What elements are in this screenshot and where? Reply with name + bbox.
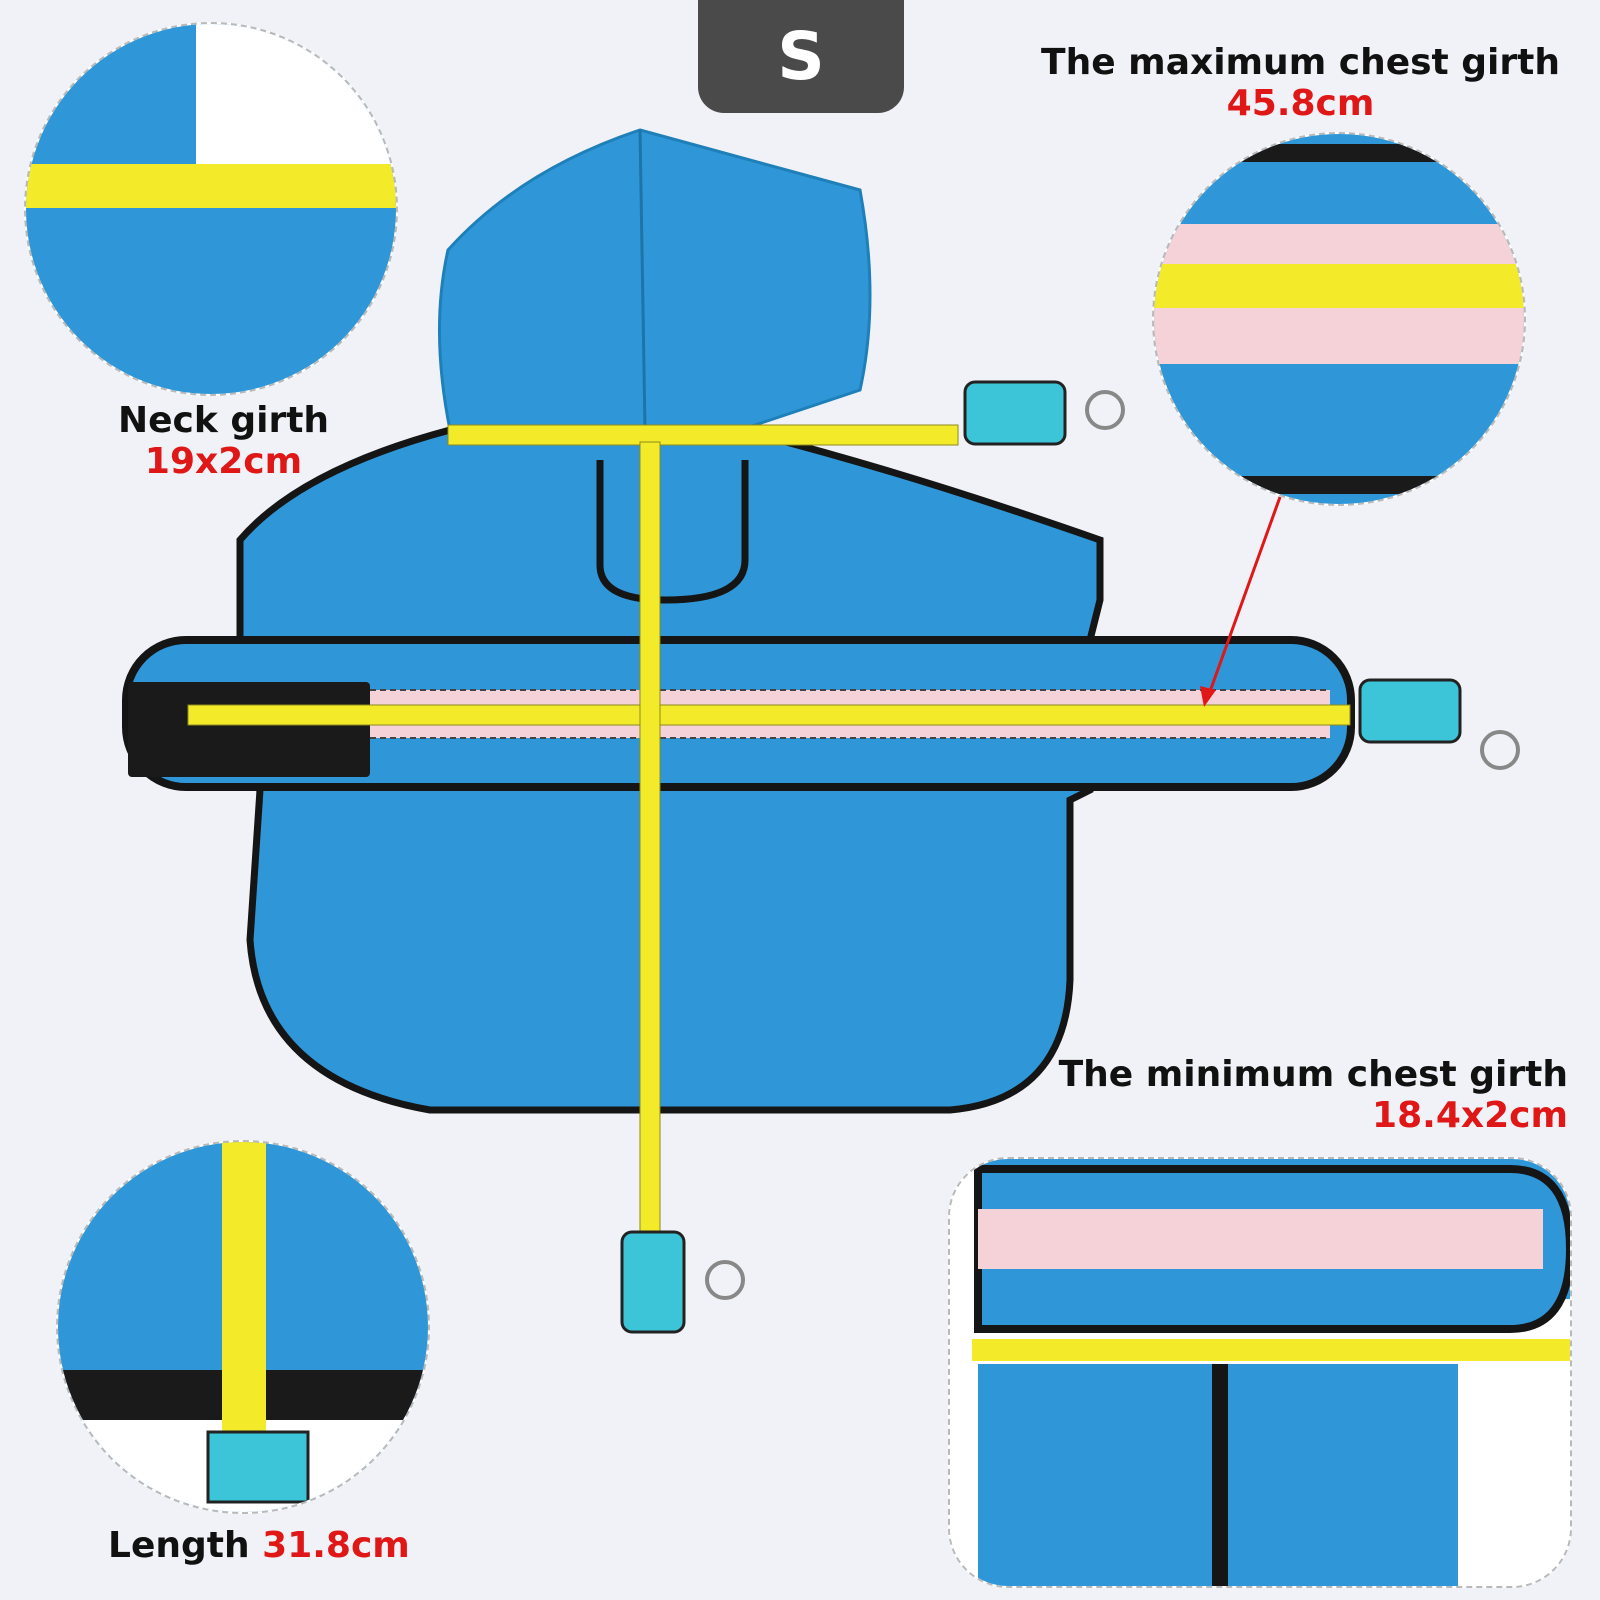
neck-girth-value: 19x2cm <box>144 441 303 482</box>
pointer-arrow-icon <box>1200 496 1282 707</box>
min-chest-title: The minimum chest girth <box>1058 1054 1568 1095</box>
max-chest-title: The maximum chest girth <box>1041 42 1560 83</box>
length-title: Length <box>108 1525 250 1566</box>
neck-girth-label: Neck girth 19x2cm <box>118 400 329 482</box>
length-value: 31.8cm <box>262 1525 410 1566</box>
max-chest-label: The maximum chest girth 45.8cm <box>1041 42 1560 124</box>
size-badge: S <box>698 0 904 113</box>
length-label: Length 31.8cm <box>108 1525 410 1566</box>
tape-measure-icon <box>963 380 1125 446</box>
length-detail-circle <box>56 1140 430 1514</box>
neck-detail-circle <box>24 22 398 396</box>
max-chest-detail-circle <box>1152 132 1526 506</box>
raincoat-hood <box>438 128 872 432</box>
tape-measure-icon <box>620 1230 745 1334</box>
max-chest-value: 45.8cm <box>1226 83 1375 124</box>
min-chest-label: The minimum chest girth 18.4x2cm <box>1059 1054 1568 1136</box>
tape-measure-icon <box>1358 678 1520 770</box>
min-chest-value: 18.4x2cm <box>1372 1095 1568 1136</box>
min-chest-detail-panel <box>948 1157 1572 1588</box>
neck-girth-title: Neck girth <box>118 400 330 441</box>
